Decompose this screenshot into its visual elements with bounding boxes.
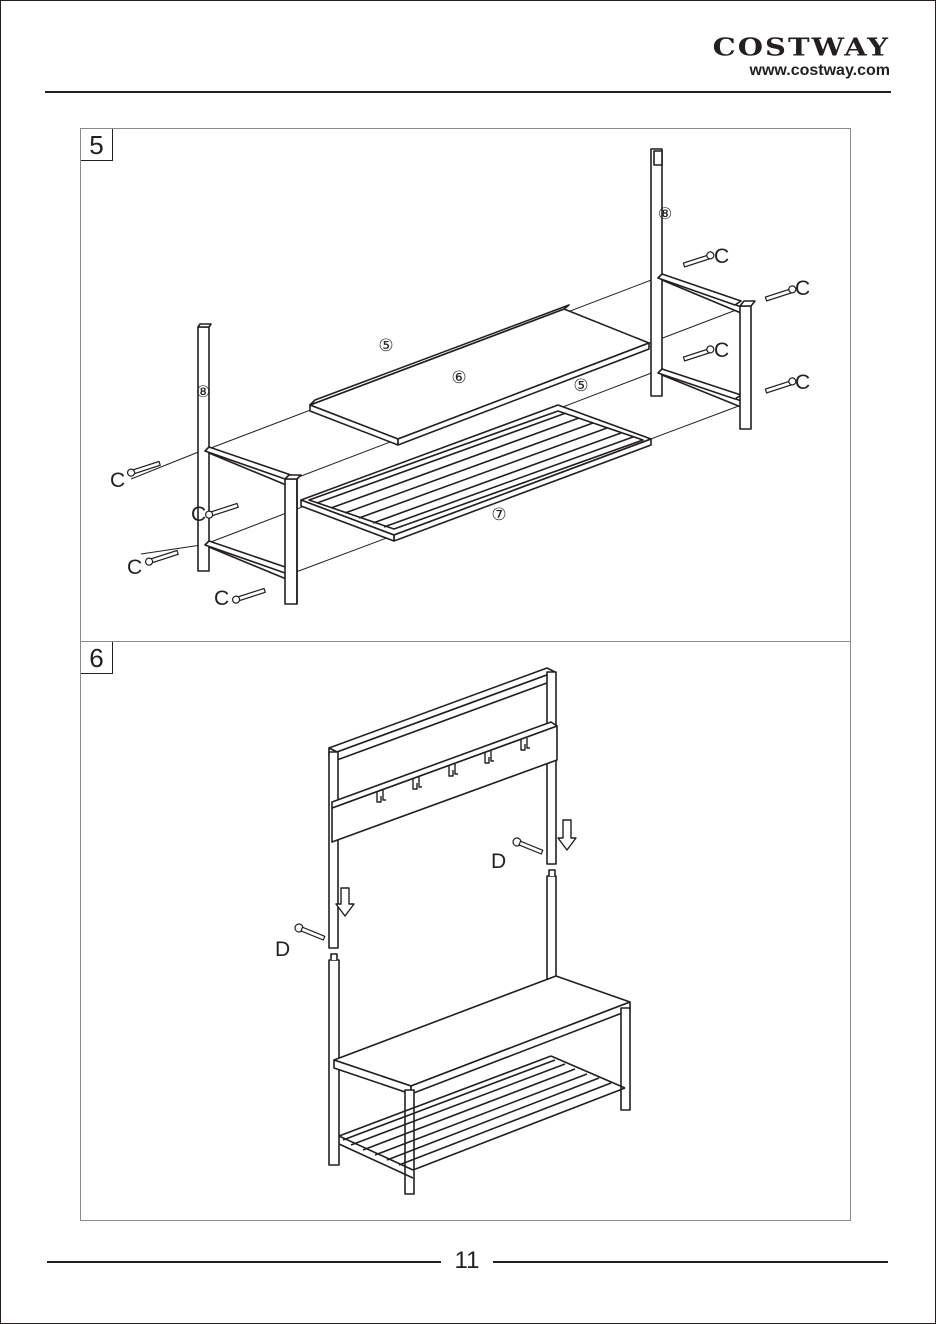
- screw-label-c: C: [191, 503, 206, 526]
- screw-label-c: C: [110, 469, 125, 492]
- left-end-frame: [198, 324, 301, 604]
- screw-label-c: C: [795, 277, 810, 300]
- down-arrows: [336, 820, 576, 916]
- label-seat-board: ⑥: [451, 368, 466, 388]
- step-6-diagram: D D: [81, 642, 850, 1220]
- brand-url: www.costway.com: [713, 62, 890, 80]
- label-front-rail: ⑤: [573, 376, 588, 396]
- footer-rule-left: [47, 1261, 441, 1263]
- step-5-diagram: ⑧ ⑧ ⑤ ⑤ ⑥ ⑦ C C C C C C C C: [81, 129, 850, 641]
- screw-label-d: D: [491, 850, 506, 873]
- label-left-post: ⑧: [196, 382, 210, 401]
- screw-label-c: C: [714, 339, 729, 362]
- label-right-post: ⑧: [658, 204, 672, 223]
- screw-label-d: D: [275, 938, 290, 961]
- footer-rule-right: [493, 1261, 888, 1263]
- right-end-frame: [651, 149, 755, 429]
- bench: [329, 870, 630, 1194]
- label-shoe-rack: ⑦: [491, 505, 506, 525]
- brand-header: COSTWAY www.costway.com: [713, 34, 890, 80]
- brand-logo: COSTWAY: [713, 34, 890, 60]
- step-6-panel: 6: [80, 641, 851, 1221]
- label-back-rail: ⑤: [378, 336, 393, 356]
- screw-label-c: C: [127, 556, 142, 579]
- screw-label-c: C: [714, 245, 729, 268]
- screw-label-c: C: [214, 587, 229, 610]
- step-5-panel: 5: [80, 128, 851, 642]
- page-number: 11: [441, 1247, 493, 1275]
- screw-label-c: C: [795, 371, 810, 394]
- header-rule: [45, 91, 891, 93]
